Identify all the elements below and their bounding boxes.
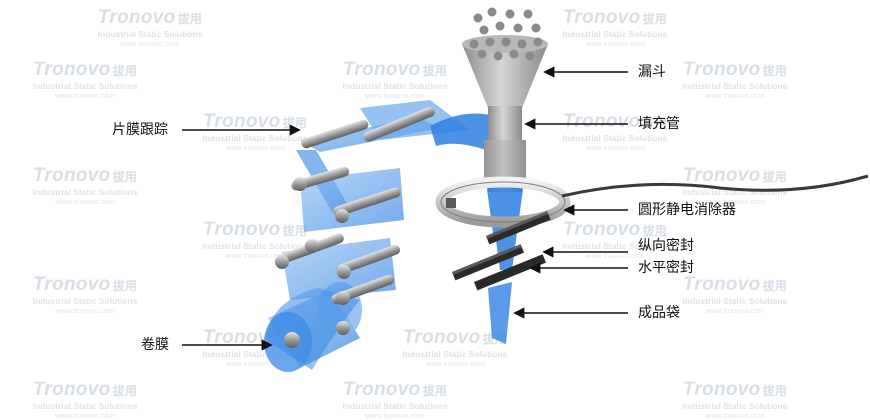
finished-bag	[488, 282, 512, 344]
label-fill-tube: 填充管	[638, 116, 680, 132]
machine-illustration	[182, 7, 869, 372]
label-funnel: 漏斗	[638, 64, 666, 80]
cable	[561, 174, 869, 198]
horizontal-seal-jaw	[452, 244, 546, 291]
label-film-tracking: 片膜跟踪	[112, 122, 168, 138]
label-vertical-seal: 纵向密封	[638, 238, 694, 254]
roller	[333, 187, 401, 217]
film-roll	[264, 282, 362, 372]
granules	[469, 7, 543, 61]
film-path	[275, 100, 500, 305]
roller	[337, 244, 401, 274]
vertical-seal-jaw	[486, 211, 551, 245]
label-film-roll: 卷膜	[141, 337, 169, 353]
label-horizontal-seal: 水平密封	[638, 260, 694, 276]
roller	[363, 107, 435, 142]
circular-static-eliminator	[435, 174, 869, 228]
label-static-eliminator: 圆形静电消除器	[638, 202, 736, 218]
label-finished-bag: 成品袋	[638, 305, 680, 321]
roller	[301, 119, 369, 149]
